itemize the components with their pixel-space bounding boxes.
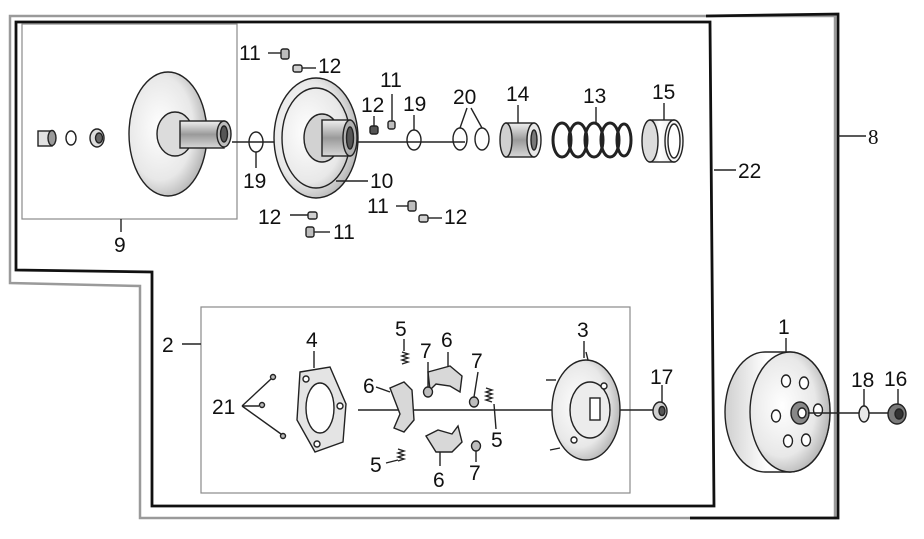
- part-18-washer: [858, 405, 870, 423]
- part-3-drive-plate: [546, 351, 621, 461]
- part-9-fixed-driven-face: [128, 71, 232, 197]
- callout-11-top: 11: [239, 42, 261, 65]
- callout-12-bottom-left: 12: [258, 206, 281, 229]
- callout-17: 17: [650, 366, 673, 389]
- part-12-pin-bottom-left: [307, 211, 318, 220]
- callout-7-a: 7: [420, 340, 432, 363]
- leader-5-right: [493, 403, 497, 430]
- leader-21c: [241, 405, 282, 435]
- callout-14: 14: [506, 83, 530, 106]
- part-17-nut: [652, 401, 668, 421]
- callout-4: 4: [306, 329, 318, 352]
- callout-20: 20: [453, 86, 476, 109]
- callout-6-top: 6: [441, 329, 453, 352]
- callout-12-top: 12: [318, 55, 341, 78]
- part-12-pin-mid: [369, 125, 379, 135]
- part-11-pin-top: [280, 48, 290, 60]
- part-21-screw-a: [269, 373, 277, 381]
- sub-box-2: [200, 306, 631, 494]
- part-7-damper-c: [470, 440, 482, 452]
- assembly-22-outline: [14, 20, 716, 508]
- part-9-bearing: [89, 128, 105, 148]
- part-1-clutch-outer: [724, 351, 831, 473]
- callout-5-right: 5: [491, 429, 503, 452]
- part-6-shoe-top: [427, 365, 463, 394]
- callout-12-bottom-right: 12: [444, 206, 467, 229]
- part-12-pin-bottom-right: [418, 214, 429, 223]
- part-11-pin-bottom-right: [407, 200, 417, 212]
- part-20-oring-a: [452, 127, 468, 151]
- part-12-pin-top: [292, 64, 303, 73]
- part-21-screw-b: [258, 401, 266, 409]
- callout-13: 13: [583, 85, 606, 108]
- part-4-clutch-plate: [296, 366, 347, 453]
- part-7-damper-a: [422, 386, 434, 398]
- callout-9: 9: [114, 234, 126, 257]
- sub-box-9: [21, 23, 238, 220]
- assembly-8-right-edge: [690, 12, 840, 520]
- assembly-8-outline: [8, 14, 837, 520]
- callout-19-right: 19: [403, 93, 426, 116]
- part-13-spring: [551, 121, 633, 159]
- part-16-nut: [887, 403, 907, 425]
- callout-22: 22: [738, 160, 761, 183]
- callout-11-bottom-left: 11: [333, 221, 355, 244]
- part-11-pin-mid: [387, 120, 396, 130]
- part-6-shoe-bottom: [424, 424, 463, 453]
- callout-6-left: 6: [363, 375, 375, 398]
- leader-7-b: [473, 371, 479, 398]
- leader-5-bottom: [385, 459, 399, 464]
- callout-5-top: 5: [395, 318, 407, 341]
- callout-16: 16: [884, 368, 907, 391]
- part-5-spring-bottom: [395, 448, 407, 462]
- part-19-oring-right: [406, 129, 422, 151]
- part-9-oring: [65, 130, 77, 146]
- callout-10: 10: [370, 170, 393, 193]
- callout-8: 8: [868, 125, 879, 149]
- leader-21a: [241, 378, 272, 407]
- callout-21: 21: [212, 396, 235, 419]
- part-20-oring-b: [474, 127, 490, 151]
- callout-6-bottom: 6: [433, 469, 445, 492]
- callout-12-mid: 12: [361, 94, 384, 117]
- leader-20a: [459, 107, 468, 129]
- callout-18: 18: [851, 369, 874, 392]
- callout-11-mid: 11: [380, 69, 402, 92]
- callout-2: 2: [162, 334, 174, 357]
- part-7-damper-b: [468, 396, 480, 408]
- part-9-collar: [37, 129, 57, 147]
- part-14-guide-collar: [499, 122, 542, 158]
- part-10-movable-driven-face: [273, 77, 359, 199]
- callout-7-c: 7: [469, 462, 481, 485]
- part-15-spring-seat: [641, 119, 684, 163]
- callout-3: 3: [577, 319, 589, 342]
- callout-19-left: 19: [243, 170, 266, 193]
- callout-5-bottom: 5: [370, 454, 382, 477]
- callout-15: 15: [652, 81, 675, 104]
- part-11-pin-bottom-left: [305, 226, 315, 238]
- callout-1: 1: [778, 316, 790, 339]
- part-6-shoe-left: [389, 381, 415, 433]
- part-5-spring-right: [483, 387, 495, 403]
- part-21-screw-c: [279, 432, 287, 440]
- callout-7-b: 7: [471, 350, 483, 373]
- part-5-spring-top: [399, 351, 411, 365]
- leader-20b: [470, 107, 483, 129]
- leader-6-left: [375, 386, 391, 393]
- callout-11-bottom-right: 11: [367, 195, 389, 218]
